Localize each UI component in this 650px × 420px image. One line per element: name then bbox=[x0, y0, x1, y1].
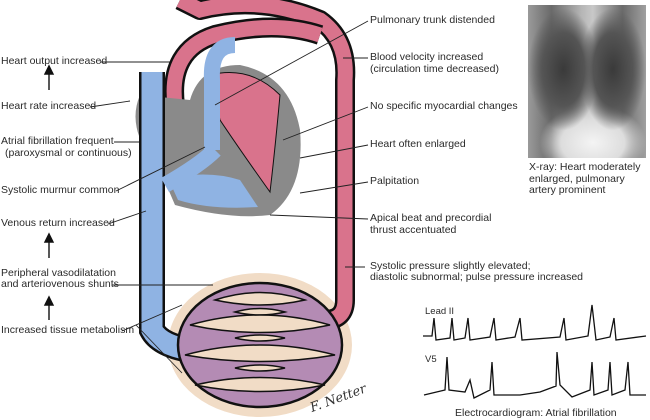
label-heart-rate: Heart rate increased bbox=[1, 100, 97, 112]
leader-lines bbox=[89, 20, 369, 374]
left-ventricle bbox=[209, 72, 281, 194]
capillary-lenses bbox=[184, 291, 336, 393]
right-heart bbox=[168, 174, 258, 208]
xray-caption-3: artery prominent bbox=[529, 184, 606, 196]
label-palpitation: Palpitation bbox=[370, 175, 420, 187]
arrow-icons bbox=[43, 64, 55, 320]
label-peripheral: Peripheral vasodilatation bbox=[1, 267, 116, 279]
label-blood-velocity: Blood velocity increased bbox=[370, 51, 484, 63]
label-blood-velocity-sub: (circulation time decreased) bbox=[370, 63, 499, 75]
label-tissue-metabolism: Increased tissue metabolism bbox=[1, 324, 135, 336]
xray-caption-2: enlarged, pulmonary bbox=[529, 173, 625, 185]
chest-xray-image bbox=[528, 5, 646, 158]
label-atrial-fib: Atrial fibrillation frequent bbox=[1, 135, 114, 147]
xray-caption-1: X-ray: Heart moderately bbox=[529, 161, 641, 173]
ecg-lead-ii-label: Lead II bbox=[424, 306, 456, 318]
label-peripheral-sub: and arteriovenous shunts bbox=[1, 278, 119, 290]
label-systolic-pressure: Systolic pressure slightly elevated; bbox=[370, 260, 531, 272]
label-apical-beat-sub: thrust accentuated bbox=[370, 224, 457, 236]
label-systolic-murmur: Systolic murmur common bbox=[1, 184, 120, 196]
ecg-traces bbox=[423, 304, 647, 399]
label-myocardial: No specific myocardial changes bbox=[370, 100, 518, 112]
label-venous-return: Venous return increased bbox=[1, 217, 115, 229]
ecg-lead-v5-label: V5 bbox=[424, 354, 438, 366]
label-systolic-pressure-sub: diastolic subnormal; pulse pressure incr… bbox=[370, 271, 584, 283]
pulmonary-artery bbox=[203, 37, 236, 150]
label-heart-output: Heart output increased bbox=[1, 55, 108, 67]
label-apical-beat: Apical beat and precordial bbox=[370, 212, 492, 224]
label-heart-enlarged: Heart often enlarged bbox=[370, 138, 466, 150]
label-pulmonary-trunk: Pulmonary trunk distended bbox=[370, 14, 495, 26]
ecg-caption: Electrocardiogram: Atrial fibrillation bbox=[455, 407, 617, 419]
label-atrial-fib-sub: (paroxysmal or continuous) bbox=[5, 147, 132, 159]
